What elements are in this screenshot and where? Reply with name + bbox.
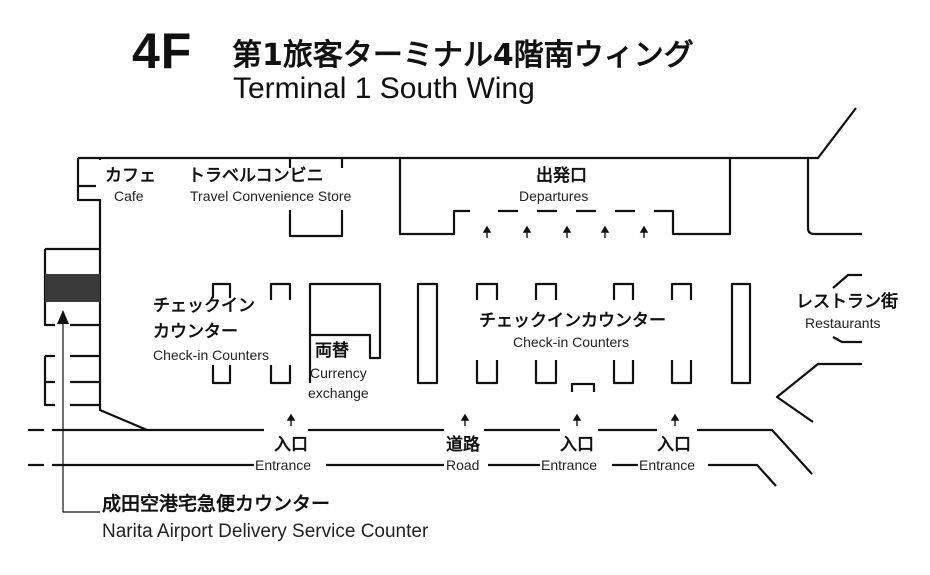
delivery-label-jp: 成田空港宅急便カウンター — [102, 493, 331, 515]
floor-number: 4F — [132, 23, 193, 79]
checkin-counter — [211, 282, 232, 385]
page-title-jp: 第1旅客ターミナル4階南ウィング — [232, 38, 694, 73]
travel-store-label-en: Travel Convenience Store — [190, 188, 352, 204]
checkin-main-label-en: Check-in Counters — [512, 334, 630, 350]
road-label-en: Road — [445, 457, 481, 473]
delivery-lower-block — [43, 354, 100, 407]
departures-area — [398, 158, 732, 236]
currency-label-en-2: exchange — [308, 385, 369, 401]
arrow-up-icon — [286, 413, 296, 426]
travel-store-box — [288, 158, 344, 238]
checkin-counter — [269, 282, 292, 385]
entrance-label-en: Entrance — [254, 457, 313, 473]
checkin-left-label-jp-1: チェックイン — [152, 296, 256, 316]
entrance-label-en: Entrance — [638, 457, 697, 473]
restaurant-corridor — [832, 273, 862, 344]
checkin-left-label-jp-2: カウンター — [152, 322, 239, 342]
road-line-lower — [28, 463, 777, 487]
delivery-counter-highlight — [45, 274, 100, 302]
arrow-up-icon — [639, 225, 649, 238]
arrow-up-icon — [460, 413, 470, 426]
delivery-label-en: Narita Airport Delivery Service Counter — [102, 521, 429, 542]
checkin-counter — [534, 282, 558, 385]
page-title-en: Terminal 1 South Wing — [233, 72, 535, 105]
restaurants-label-jp: レストラン街 — [796, 292, 898, 312]
currency-exchange-box — [308, 282, 382, 383]
wall-top — [78, 107, 857, 160]
road-label-jp: 道路 — [446, 435, 480, 455]
checkin-counter — [670, 282, 693, 385]
arrow-up-icon — [57, 310, 69, 324]
road-line-upper — [28, 428, 813, 475]
currency-label-en-1: Currency — [310, 365, 367, 381]
arrow-up-icon — [522, 225, 532, 238]
arrow-up-icon — [562, 225, 572, 238]
arrow-up-icon — [670, 413, 680, 426]
wall-right — [806, 158, 862, 236]
checkin-counter — [612, 282, 635, 385]
cafe-label-jp: カフェ — [105, 166, 156, 186]
entrance-label-jp: 入口 — [657, 435, 691, 455]
arrow-up-icon — [600, 225, 610, 238]
checkin-counter — [416, 282, 439, 385]
checkin-counter — [475, 282, 499, 385]
entrance-label-en: Entrance — [540, 457, 599, 473]
checkin-main-label-jp: チェックインカウンター — [478, 311, 667, 331]
entrance-label-jp: 入口 — [274, 435, 308, 455]
checkin-left-label-en: Check-in Counters — [152, 347, 270, 363]
arrow-up-icon — [572, 413, 582, 426]
currency-label-jp: 両替 — [314, 341, 350, 361]
departures-label-jp: 出発口 — [536, 166, 587, 186]
departures-label-en: Departures — [519, 188, 589, 204]
kiosk — [570, 382, 596, 392]
entrance-label-jp: 入口 — [560, 435, 594, 455]
travel-store-label-jp: トラベルコンビニ — [188, 166, 324, 186]
delivery-leader-line — [62, 320, 100, 513]
checkin-counter — [730, 282, 752, 385]
restaurants-label-en: Restaurants — [805, 315, 881, 331]
cafe-label-en: Cafe — [114, 188, 144, 204]
arrow-up-icon — [482, 225, 492, 238]
wall-right-lower — [775, 362, 862, 423]
